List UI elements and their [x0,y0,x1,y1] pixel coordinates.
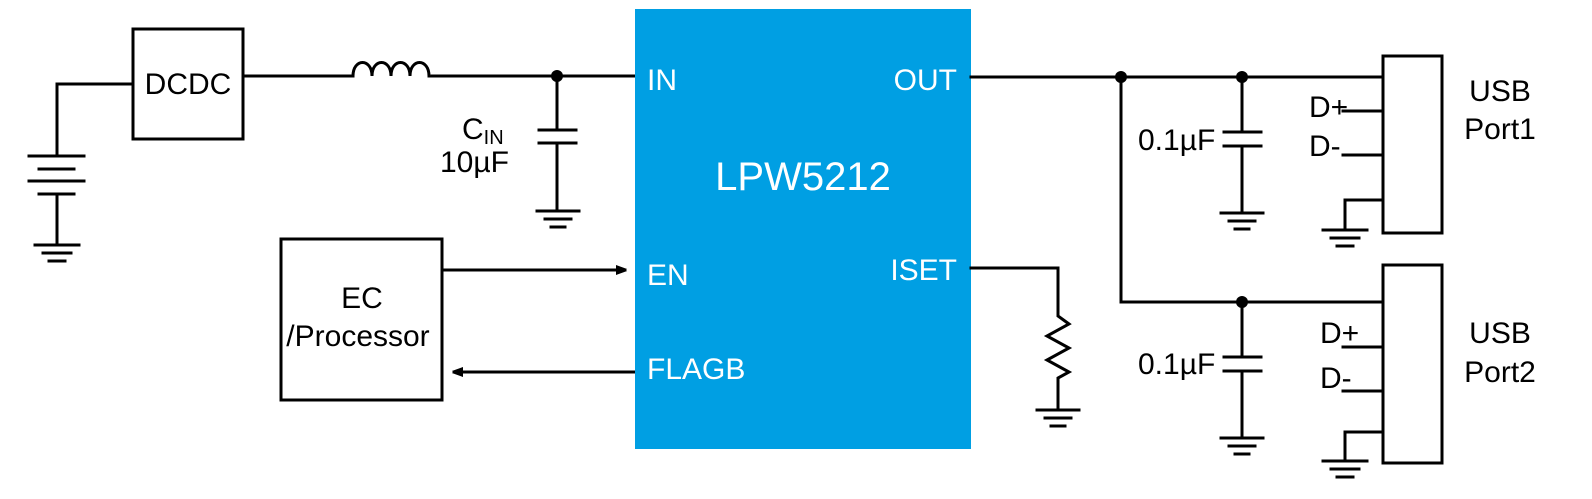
input-capacitor-icon [537,74,578,213]
port2-dplus: D+ [1320,317,1359,350]
dcdc-block: DCDC [131,27,245,141]
ic-block: IN OUT LPW5212 EN ISET FLAGB [635,9,971,449]
port1-usb-label: USB [1469,75,1531,108]
ground-icon [1219,436,1265,456]
port2-usb-label: USB [1469,317,1531,350]
port2-capacitor-icon [1222,300,1263,440]
ic-name: LPW5212 [715,155,891,199]
usb-port1-connector [1321,54,1444,248]
port1-port-label: Port1 [1464,113,1536,146]
port1-capacitor-icon [1222,75,1263,215]
port2-cap-value: 0.1µF [1138,348,1215,381]
ec-processor-block: EC /Processor [279,237,444,402]
cin-label: CIN [462,113,504,149]
port1-dplus: D+ [1309,91,1348,124]
pin-iset: ISET [890,254,957,287]
ground-icon [1035,408,1081,428]
port2-dminus: D- [1320,362,1352,395]
cin-value: 10µF [440,146,509,179]
ground-icon [33,243,81,263]
processor-label: /Processor [286,320,429,353]
dcdc-label: DCDC [145,68,232,101]
pin-in: IN [647,64,677,97]
pin-flagb: FLAGB [647,353,745,386]
ground-icon [1219,211,1265,231]
resistor-icon [969,266,1073,412]
ec-label: EC [341,282,383,315]
usb-port2-connector [1321,263,1444,479]
pin-en: EN [647,259,689,292]
inductor-icon [351,61,431,78]
ground-icon [535,209,581,229]
port1-cap-value: 0.1µF [1138,124,1215,157]
pin-out: OUT [894,64,957,97]
battery-icon [27,82,135,247]
port2-port-label: Port2 [1464,356,1536,389]
port1-dminus: D- [1309,130,1341,163]
